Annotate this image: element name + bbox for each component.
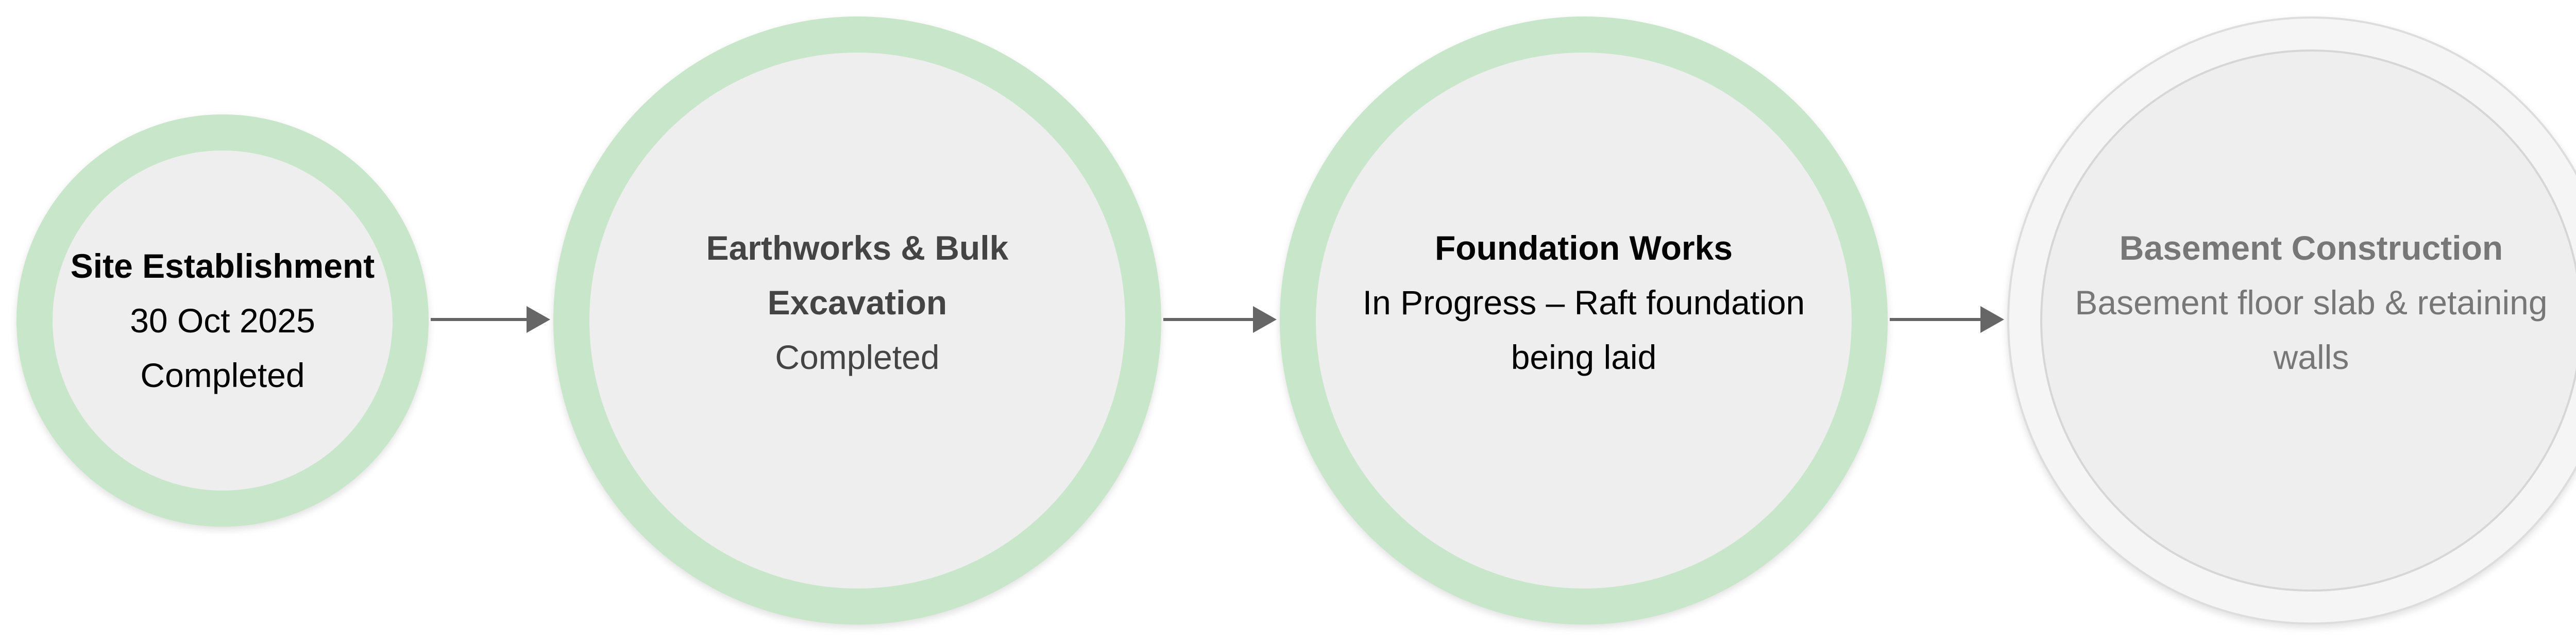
stage-status-line-2: being laid: [1511, 338, 1657, 376]
stage-status: Completed: [775, 338, 940, 376]
stage-title-line-2: Excavation: [767, 283, 947, 322]
stage-body: Basement Construction Basement floor sla…: [2040, 49, 2576, 592]
stage-title: Foundation Works: [1434, 229, 1733, 267]
stage-foundation-works: Foundation Works In Progress – Raft foun…: [1280, 16, 1888, 625]
stage-title: Site Establishment: [70, 247, 375, 285]
connector-arrow: [431, 306, 550, 333]
stage-title-line-1: Earthworks & Bulk: [706, 229, 1009, 267]
stage-body: Site Establishment 30 Oct 2025 Completed: [53, 150, 393, 491]
connector-arrow: [1890, 306, 2004, 333]
stage-body: Foundation Works In Progress – Raft foun…: [1316, 53, 1852, 588]
connector-arrow: [1163, 306, 1277, 333]
stage-detail-line-2: walls: [2273, 338, 2349, 376]
stage-body: Earthworks & Bulk Excavation Completed: [589, 53, 1125, 588]
stage-status: Completed: [140, 356, 305, 394]
stage-detail-line-1: Basement floor slab & retaining: [2075, 283, 2548, 322]
stage-basement-construction: Basement Construction Basement floor sla…: [2007, 16, 2576, 625]
stage-site-establishment: Site Establishment 30 Oct 2025 Completed: [16, 114, 429, 527]
stage-status-line-1: In Progress – Raft foundation: [1362, 283, 1805, 322]
stage-earthworks: Earthworks & Bulk Excavation Completed: [553, 16, 1161, 625]
stage-title: Basement Construction: [2119, 229, 2503, 267]
stage-date: 30 Oct 2025: [130, 301, 315, 340]
